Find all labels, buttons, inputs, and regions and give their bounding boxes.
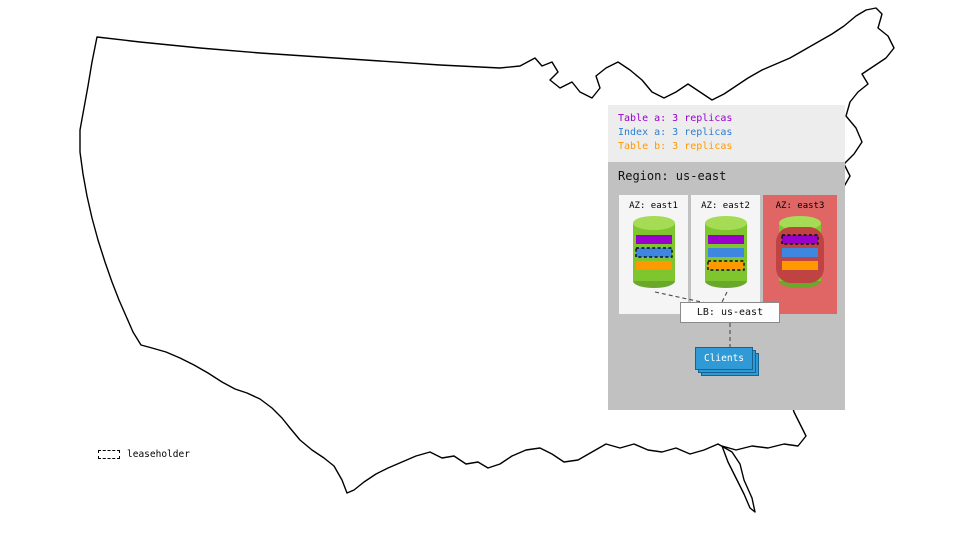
load-balancer: LB: us-east xyxy=(680,302,780,323)
az-east2: AZ: east2 xyxy=(691,195,760,314)
clients-label: Clients xyxy=(703,353,745,364)
database-cylinder-icon xyxy=(704,216,747,288)
replica-index-a xyxy=(634,247,673,258)
replica-index-a xyxy=(707,248,744,257)
leaseholder-legend: leaseholder xyxy=(98,449,190,460)
leaseholder-label: leaseholder xyxy=(127,449,190,460)
az-east1: AZ: east1 xyxy=(619,195,688,314)
replica-table-b xyxy=(635,261,672,270)
replica-table-a xyxy=(707,235,744,244)
replica-table-b xyxy=(782,261,818,270)
clients: Clients xyxy=(695,347,753,370)
az-east3-label: AZ: east3 xyxy=(775,201,825,211)
load-balancer-label: LB: us-east xyxy=(696,307,764,318)
replica-table-a xyxy=(635,235,672,244)
replica-table-b xyxy=(706,260,745,271)
legend-table-a: Table a: 3 replicas xyxy=(618,113,733,124)
replica-table-a xyxy=(781,234,819,245)
database-cylinder-icon xyxy=(776,216,824,288)
legend-index-a: Index a: 3 replicas xyxy=(618,127,733,138)
replica-legend: Table a: 3 replicas Index a: 3 replicas … xyxy=(608,105,845,162)
leaseholder-swatch-icon xyxy=(98,450,120,459)
replica-index-a xyxy=(782,248,818,257)
region-title: Region: us-east xyxy=(618,169,727,183)
legend-table-b: Table b: 3 replicas xyxy=(618,141,733,152)
region-us-east: Region: us-east AZ: east1 AZ: east2 AZ: … xyxy=(608,162,845,410)
az-east1-label: AZ: east1 xyxy=(629,201,678,211)
us-border-path xyxy=(79,7,895,513)
az-east2-label: AZ: east2 xyxy=(701,201,750,211)
database-cylinder-icon xyxy=(632,216,675,288)
az-east3: AZ: east3 xyxy=(763,195,837,314)
